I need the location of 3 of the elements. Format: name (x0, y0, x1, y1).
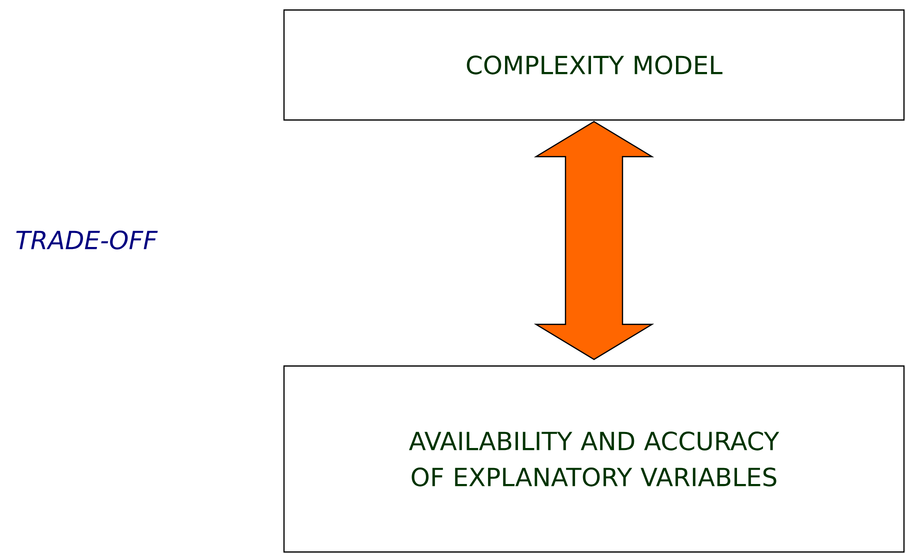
trade-off-label: TRADE-OFF (16, 230, 158, 250)
text-box: AVAILABILITY AND ACCURACY OF EXPLANATORY VARIABLES (283, 365, 905, 553)
text-box: COMPLEXITY MODEL (283, 9, 905, 121)
